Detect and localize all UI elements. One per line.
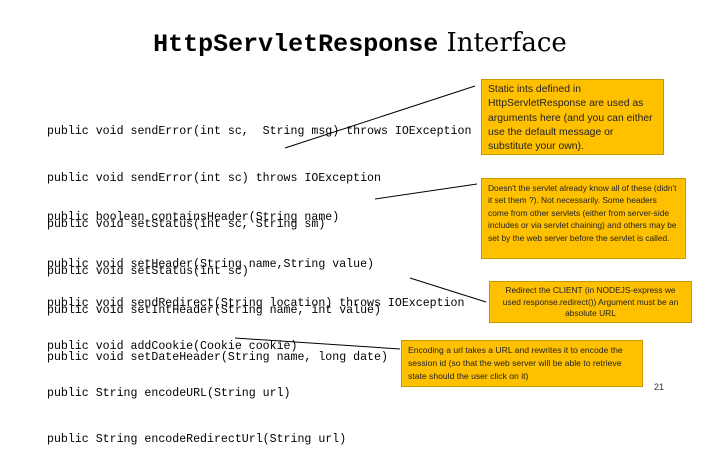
code-block-header-methods: public boolean containsHeader(String nam… bbox=[47, 179, 388, 381]
connector-encode bbox=[234, 337, 401, 350]
title-class-name: HttpServletResponse bbox=[153, 30, 439, 59]
code-line: public void addCookie(Cookie cookie) bbox=[47, 340, 298, 353]
code-line: public void setStatus(int sc) bbox=[47, 264, 249, 278]
connector-status bbox=[284, 85, 476, 149]
code-line: public void sendRedirect(String location… bbox=[47, 297, 465, 310]
slide-title: HttpServletResponse Interface bbox=[0, 28, 720, 59]
callout-connectors bbox=[234, 85, 487, 350]
code-line: public void setDateHeader(String name, l… bbox=[47, 350, 388, 364]
code-line: public boolean containsHeader(String nam… bbox=[47, 211, 340, 224]
code-block-redirect-method: public void sendRedirect(String location… bbox=[47, 265, 464, 327]
callout-encode-url: Encoding a url takes a URL and rewrites … bbox=[401, 340, 643, 387]
callout-headers: Doesn't the servlet already know all of … bbox=[481, 178, 686, 259]
callout-text: Static ints defined in HttpServletRespon… bbox=[488, 84, 653, 153]
code-line: public void sendError(int sc, String msg… bbox=[47, 125, 472, 138]
page-number: 21 bbox=[653, 382, 664, 392]
code-line: public String encodeRedirectUrl(String u… bbox=[47, 433, 347, 446]
callout-text: Doesn't the servlet already know all of … bbox=[488, 183, 677, 243]
code-line: public String encodeURL(String url) bbox=[47, 386, 291, 400]
callout-redirect: Redirect the CLIENT (in NODEJS-express w… bbox=[489, 281, 692, 323]
callout-status-ints: Static ints defined in HttpServletRespon… bbox=[481, 79, 664, 155]
title-interface-word: Interface bbox=[438, 28, 567, 58]
code-line: public void sendError(int sc) throws IOE… bbox=[47, 171, 381, 185]
callout-text: Encoding a url takes a URL and rewrites … bbox=[408, 345, 623, 381]
callout-text: Redirect the CLIENT (in NODEJS-express w… bbox=[502, 285, 679, 319]
code-block-status-methods: public void sendError(int sc, String msg… bbox=[47, 93, 471, 295]
connector-redirect bbox=[409, 277, 487, 303]
connector-headers bbox=[374, 183, 478, 200]
code-line: public void setIntHeader(String name, in… bbox=[47, 304, 381, 317]
code-line: public void setHeader(String name,String… bbox=[47, 257, 374, 271]
code-line: public void setStatus(int sc, String sm) bbox=[47, 218, 326, 231]
